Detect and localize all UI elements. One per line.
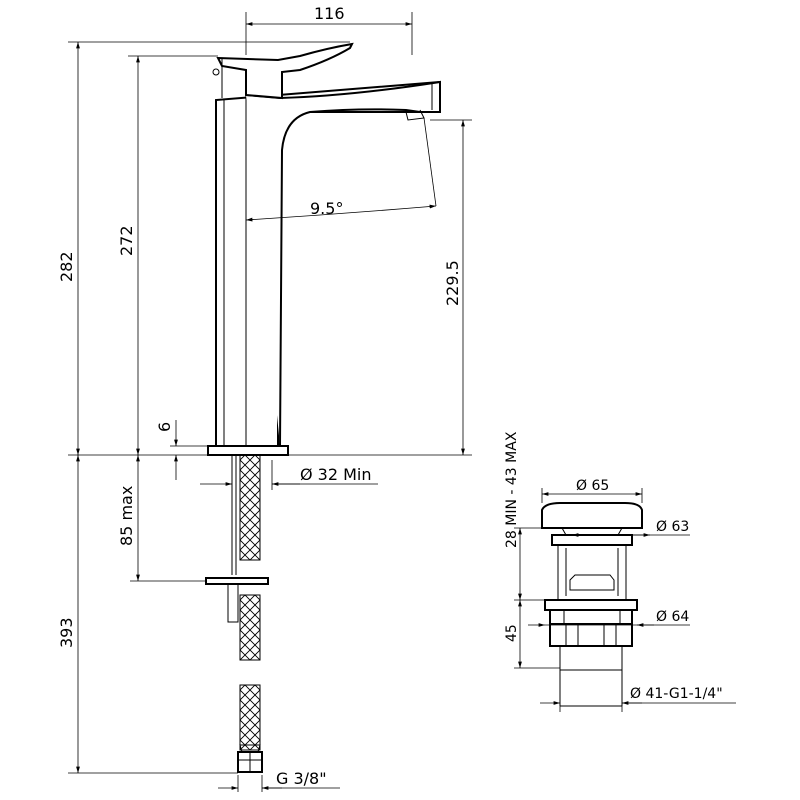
dim-stem-diameter: Ø 63	[656, 519, 689, 535]
dim-thread: Ø 41-G1-1/4"	[630, 686, 723, 702]
dim-max-depth: 85 max	[117, 486, 136, 546]
dim-hole-diameter: Ø 32 Min	[300, 465, 372, 484]
dim-width: 116	[314, 4, 345, 23]
dim-spout-angle: 9.5°	[310, 199, 343, 218]
dim-body-height: 272	[117, 225, 136, 256]
faucet-dimensions: 116 282 272 229.5 9.5° 6 Ø 32 Min	[57, 4, 472, 792]
faucet-outline	[207, 42, 441, 456]
dim-adjust-range: 28 MIN - 43 MAX	[504, 431, 520, 548]
dim-hose-length: 393	[57, 617, 76, 648]
dim-flange-diameter: Ø 64	[656, 609, 689, 625]
hoses	[205, 454, 269, 773]
drain-outline	[541, 502, 643, 707]
dim-base-thickness: 6	[155, 422, 174, 432]
drain-dimensions: Ø 65 Ø 63 Ø 64 Ø 41-G1-1/4" 28 MIN - 43 …	[504, 431, 736, 712]
dim-spout-height: 229.5	[443, 260, 462, 306]
dim-cap-diameter: Ø 65	[576, 478, 609, 494]
dim-drain-height: 45	[504, 624, 520, 642]
dim-connection: G 3/8"	[276, 769, 327, 788]
dim-total-height: 282	[57, 251, 76, 282]
